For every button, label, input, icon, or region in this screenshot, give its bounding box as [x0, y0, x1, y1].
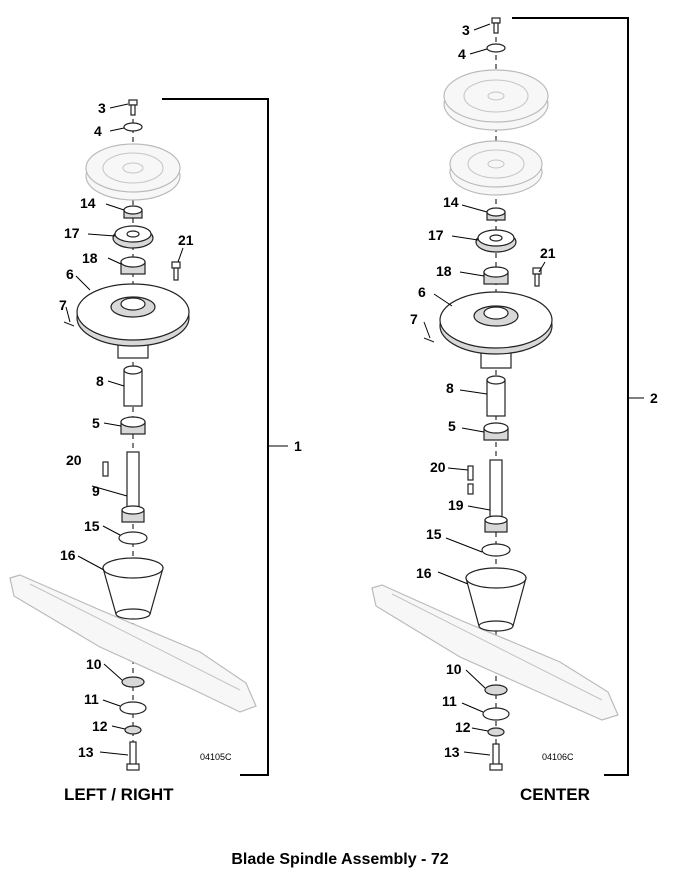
- center-bearing-18: [483, 266, 509, 285]
- left-spindle-cup: [102, 557, 164, 620]
- center-callout-4: 4: [458, 46, 466, 62]
- center-pulley-ghost: [443, 69, 549, 196]
- left-callout-11: 11: [84, 691, 99, 707]
- center-callout-18: 18: [436, 263, 452, 279]
- center-callout-8: 8: [446, 380, 454, 396]
- center-callout-5: 5: [448, 418, 456, 434]
- center-callout-7: 7: [410, 311, 418, 327]
- center-assembly-callout: 2: [650, 390, 658, 406]
- center-callout-20: 20: [430, 459, 446, 475]
- center-callout-13: 13: [444, 744, 460, 760]
- left-callout-13: 13: [78, 744, 94, 760]
- left-callout-4: 4: [94, 123, 102, 139]
- center-blade-ghost: [371, 584, 619, 721]
- center-callout-12: 12: [455, 719, 471, 735]
- center-bracket: [512, 17, 629, 776]
- left-blade-ghost: [9, 574, 257, 713]
- center-shaft: [484, 459, 508, 533]
- center-bearing-14: [486, 207, 506, 221]
- left-callout-7: 7: [59, 297, 67, 313]
- center-callout-21: 21: [540, 245, 556, 261]
- left-shaft: [121, 451, 145, 523]
- left-callout-21: 21: [178, 232, 194, 248]
- center-callout-3: 3: [462, 22, 470, 38]
- center-assembly: 3 4 14 17 21 18 6 7 8 5 20 19 15 16 10 1…: [371, 17, 658, 804]
- center-washer-10: [484, 684, 508, 696]
- left-callout-20: 20: [66, 452, 82, 468]
- center-callout-17: 17: [428, 227, 444, 243]
- left-callout-14: 14: [80, 195, 96, 211]
- left-callout-8: 8: [96, 373, 104, 389]
- left-figure-code: 04105C: [200, 752, 232, 762]
- center-washer-11: [482, 707, 510, 721]
- left-bolt-21: [171, 261, 181, 281]
- left-assembly-callout: 1: [294, 438, 302, 454]
- left-callout-12: 12: [92, 718, 108, 734]
- left-blade-bolt: [126, 741, 140, 771]
- left-callout-5: 5: [92, 415, 100, 431]
- center-leader-lines: [423, 23, 546, 756]
- center-callout-19: 19: [448, 497, 464, 513]
- center-bearing-housing: [475, 229, 517, 253]
- left-pulley-ghost: [85, 143, 181, 201]
- left-callout-17: 17: [64, 225, 80, 241]
- page-title: Blade Spindle Assembly - 72: [231, 851, 448, 868]
- left-caption: LEFT / RIGHT: [64, 785, 174, 804]
- center-bearing-5: [483, 422, 509, 441]
- center-callout-15: 15: [426, 526, 442, 542]
- left-bolt: [128, 99, 138, 116]
- left-bearing-5: [120, 416, 146, 435]
- left-washer-15: [118, 531, 148, 545]
- center-bolt: [491, 17, 501, 34]
- center-callout-16: 16: [416, 565, 432, 581]
- center-figure-code: 04106C: [542, 752, 574, 762]
- center-pin: [423, 337, 435, 343]
- left-bearing-housing: [112, 225, 154, 249]
- center-washer: [486, 43, 506, 53]
- left-callout-3: 3: [98, 100, 106, 116]
- left-right-assembly: 3 4 14 17 18 21 6 7 8 5 20 9 15 16 10 11…: [9, 98, 302, 804]
- left-key: [102, 461, 109, 477]
- center-callout-10: 10: [446, 661, 462, 677]
- left-washer-12: [124, 725, 142, 735]
- left-spacer: [123, 365, 143, 407]
- left-leader-lines: [65, 103, 184, 756]
- center-keys: [467, 465, 474, 495]
- left-washer: [123, 122, 143, 132]
- left-callout-18: 18: [82, 250, 98, 266]
- center-callout-11: 11: [442, 693, 457, 709]
- left-bearing-18: [120, 256, 146, 275]
- center-washer-15: [481, 543, 511, 557]
- center-caption: CENTER: [520, 785, 590, 804]
- left-callout-16: 16: [60, 547, 76, 563]
- center-callout-14: 14: [443, 194, 459, 210]
- left-washer-11: [119, 701, 147, 715]
- left-callout-10: 10: [86, 656, 102, 672]
- center-blade-bolt: [489, 743, 503, 771]
- left-callout-9: 9: [92, 483, 100, 499]
- left-callout-15: 15: [84, 518, 100, 534]
- center-spacer: [486, 375, 506, 417]
- center-bolt-21: [532, 267, 542, 287]
- left-callout-6: 6: [66, 266, 74, 282]
- left-pin: [63, 321, 75, 327]
- center-washer-12: [487, 727, 505, 737]
- left-washer-10: [121, 676, 145, 688]
- left-bracket: [162, 98, 269, 776]
- center-callout-6: 6: [418, 284, 426, 300]
- left-bearing-14: [123, 205, 143, 219]
- left-flange-housing: [76, 283, 190, 359]
- center-flange-housing: [439, 291, 553, 369]
- center-spindle-cup: [465, 567, 527, 632]
